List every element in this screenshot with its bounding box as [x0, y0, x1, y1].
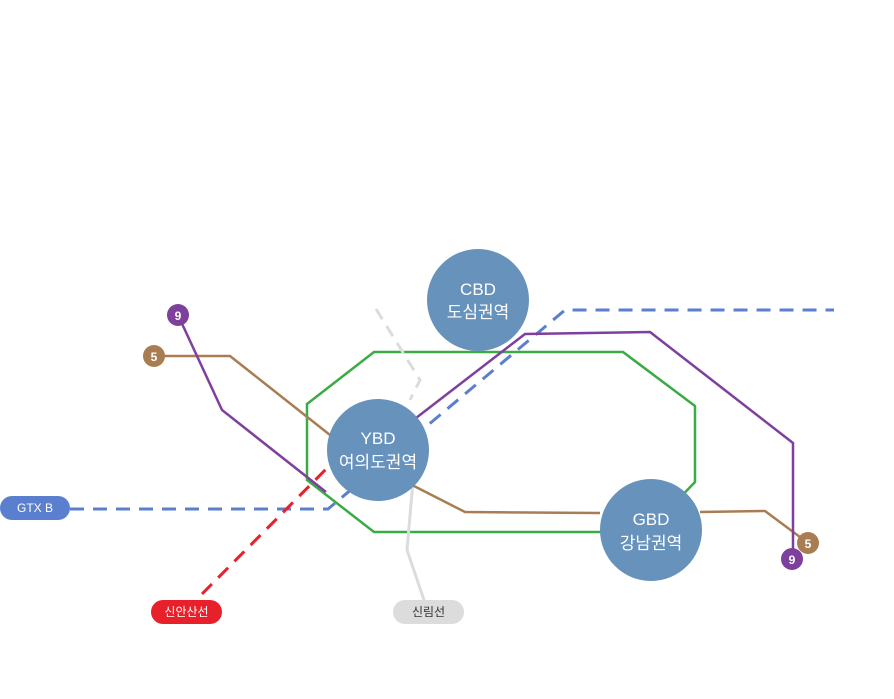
sinansan-label: 신안산선 [164, 605, 208, 619]
gtx-b-pill: GTX B [0, 496, 70, 520]
hub-gbd-circle [600, 479, 702, 581]
line9-badge-east-label: 9 [789, 553, 796, 567]
hub-cbd-subtitle: 도심권역 [447, 303, 510, 322]
sillim-label: 신림선 [412, 605, 445, 619]
sinansan-pill: 신안산선 [151, 600, 222, 624]
hub-cbd-title: CBD [460, 280, 496, 299]
gtx-b-line [70, 308, 834, 511]
sillim-pill: 신림선 [393, 600, 464, 624]
line9-badge-east: 9 [781, 548, 803, 570]
sillim-line [405, 469, 426, 601]
hub-cbd[interactable]: CBD 도심권역 [427, 249, 529, 351]
line5-badge-west-label: 5 [151, 350, 158, 364]
hub-gbd-title: GBD [633, 510, 670, 529]
line9-badge-west: 9 [167, 304, 189, 326]
line5-badge-east: 5 [797, 532, 819, 554]
line9-path [176, 314, 795, 559]
hub-ybd[interactable]: YBD 여의도권역 [327, 399, 429, 501]
line9-badge-west-label: 9 [175, 309, 182, 323]
hub-gbd-subtitle: 강남권역 [620, 534, 683, 553]
sillim-line-dashed [374, 308, 422, 401]
hub-ybd-circle [327, 399, 429, 501]
gtx-b-label: GTX B [17, 501, 53, 515]
line5-badge-east-label: 5 [805, 537, 812, 551]
hub-gbd[interactable]: GBD 강남권역 [600, 479, 702, 581]
line5-badge-west: 5 [143, 345, 165, 367]
sinansan-line [200, 448, 347, 596]
hub-ybd-subtitle: 여의도권역 [339, 453, 417, 472]
line5-path [154, 354, 809, 545]
hub-cbd-circle [427, 249, 529, 351]
hub-ybd-title: YBD [361, 429, 396, 448]
